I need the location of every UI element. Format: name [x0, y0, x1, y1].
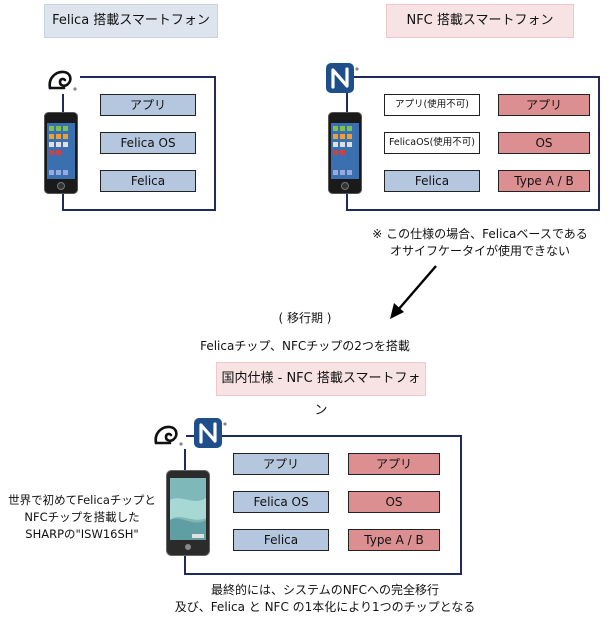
device-caption-line1: 世界で初めてFelicaチップと	[8, 493, 156, 507]
layer-app: アプリ	[233, 453, 329, 475]
nfc-n-mark-icon	[326, 63, 359, 93]
felica-phone-title: Felica 搭載スマートフォン	[44, 4, 218, 38]
layer-nfc-app: アプリ	[498, 94, 590, 116]
nfc-caveat-note-line1: ※ この仕様の場合、Felicaベースである	[372, 227, 588, 241]
layer-app-unavailable: アプリ(使用不可)	[384, 94, 480, 116]
layer-felica: Felica	[233, 529, 329, 551]
layer-felica: Felica	[384, 170, 480, 192]
nfc-n-mark-icon	[194, 418, 227, 448]
felica-mark-icon	[150, 421, 186, 449]
smartphone-icon	[166, 470, 210, 556]
felica-mark-icon	[44, 66, 80, 94]
layer-felica: Felica	[100, 170, 196, 192]
layer-felica-os-unavailable: FelicaOS(使用不可)	[384, 132, 480, 154]
layer-app: アプリ	[100, 94, 196, 116]
conclusion-line1: 最終的には、システムのNFCへの完全移行	[211, 583, 439, 597]
layer-nfc-os: OS	[348, 491, 440, 513]
nfc-phone-title: NFC 搭載スマートフォン	[386, 4, 574, 38]
transition-description: Felicaチップ、NFCチップの2つを搭載	[200, 339, 410, 353]
device-caption-line2: NFCチップを搭載した	[24, 510, 140, 524]
layer-felica-os: Felica OS	[100, 132, 196, 154]
device-caption-line3: SHARPの"ISW16SH"	[25, 527, 139, 541]
arrow-down-left-icon	[390, 265, 437, 319]
smartphone-icon	[44, 112, 78, 194]
layer-nfc-app: アプリ	[348, 453, 440, 475]
smartphone-icon	[328, 112, 362, 194]
nfc-caveat-note-line2: オサイフケータイが使用できない	[389, 244, 570, 258]
layer-type-ab: Type A / B	[348, 529, 440, 551]
transition-label: ( 移行期 )	[278, 311, 332, 325]
conclusion-line2: 及び、Felica と NFC の1本化により1つのチップとなる	[174, 600, 476, 614]
domestic-nfc-phone-title: 国内仕様 - NFC 搭載スマートフォン	[216, 362, 426, 418]
layer-felica-os: Felica OS	[233, 491, 329, 513]
layer-type-ab: Type A / B	[498, 170, 590, 192]
layer-nfc-os: OS	[498, 132, 590, 154]
